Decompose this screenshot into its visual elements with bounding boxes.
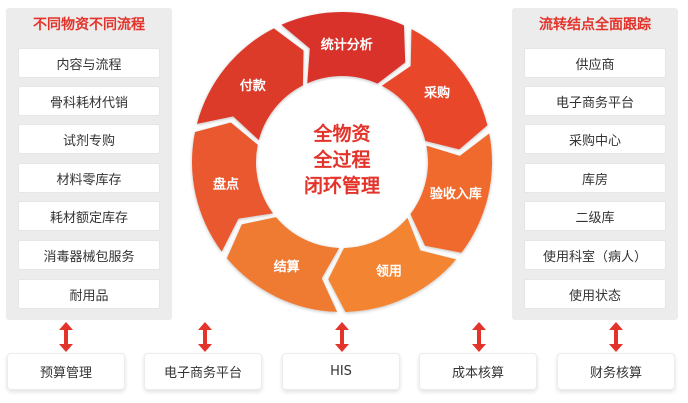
- cycle-segment[interactable]: [192, 122, 274, 252]
- right-panel-item[interactable]: 库房: [524, 163, 666, 193]
- cycle-segment[interactable]: [281, 11, 406, 84]
- right-panel-item[interactable]: 使用科室（病人）: [524, 240, 666, 270]
- cycle-segment[interactable]: [381, 29, 488, 150]
- center-label-line-2: 全过程: [312, 148, 370, 171]
- bottom-system-budget[interactable]: 预算管理: [7, 353, 125, 390]
- double-arrow-icon: [198, 322, 212, 352]
- cycle-segment-label: 采购: [423, 85, 450, 101]
- left-panel-item[interactable]: 试剂专购: [18, 124, 160, 154]
- right-panel-title: 流转结点全面跟踪: [539, 17, 651, 33]
- cycle-segment-label: 领用: [376, 263, 402, 279]
- double-arrow-icon: [472, 322, 486, 352]
- right-panel-item[interactable]: 电子商务平台: [524, 86, 666, 116]
- left-panel-item[interactable]: 消毒器械包服务: [18, 240, 160, 270]
- left-panel-item[interactable]: 耗材额定库存: [18, 201, 160, 231]
- bottom-system-financial-accounting[interactable]: 财务核算: [557, 353, 675, 390]
- center-label-line-3: 闭环管理: [304, 174, 380, 197]
- cycle-segment[interactable]: [196, 28, 304, 141]
- bottom-system-cost-accounting[interactable]: 成本核算: [419, 353, 537, 390]
- bottom-system-his[interactable]: HIS: [282, 353, 400, 390]
- cycle-segment[interactable]: [226, 217, 340, 312]
- double-arrow-icon: [59, 322, 73, 352]
- right-panel-item[interactable]: 采购中心: [524, 124, 666, 154]
- cycle-segment[interactable]: [328, 217, 457, 312]
- right-panel-item[interactable]: 供应商: [524, 48, 666, 78]
- center-circle: [259, 79, 425, 245]
- bottom-system-ecommerce[interactable]: 电子商务平台: [144, 353, 262, 390]
- cycle-segment-label: 付款: [240, 78, 267, 94]
- left-panel: 不同物资不同流程 内容与流程 骨科耗材代销 试剂专购 材料零库存 耗材额定库存 …: [6, 8, 172, 320]
- left-panel-item[interactable]: 内容与流程: [18, 48, 160, 78]
- cycle-segment-label: 结算: [274, 259, 300, 275]
- right-panel-item[interactable]: 二级库: [524, 201, 666, 231]
- right-panel: 流转结点全面跟踪 供应商 电子商务平台 采购中心 库房 二级库 使用科室（病人）…: [512, 8, 678, 320]
- left-panel-title: 不同物资不同流程: [33, 17, 145, 33]
- double-arrow-icon: [609, 322, 623, 352]
- right-panel-item[interactable]: 使用状态: [524, 279, 666, 309]
- left-panel-item[interactable]: 骨科耗材代销: [18, 86, 160, 116]
- left-panel-item[interactable]: 材料零库存: [18, 163, 160, 193]
- cycle-segment-label: 验收入库: [430, 186, 482, 202]
- cycle-segment-label: 盘点: [213, 177, 239, 193]
- cycle-segment[interactable]: [410, 133, 493, 253]
- cycle-segment-label: 统计分析: [321, 37, 373, 53]
- left-panel-item[interactable]: 耐用品: [18, 279, 160, 309]
- double-arrow-icon: [335, 322, 349, 352]
- center-label-line-1: 全物资: [312, 122, 370, 145]
